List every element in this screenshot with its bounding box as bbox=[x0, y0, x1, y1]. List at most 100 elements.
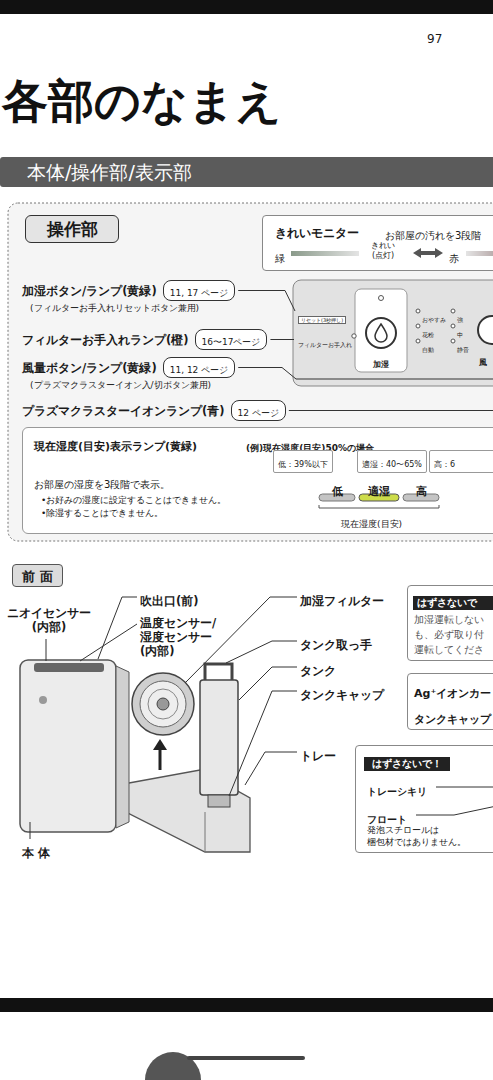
text-slot: お部屋の汚れを3段階 bbox=[385, 224, 481, 243]
text-slot: 現在湿度(目安) bbox=[341, 512, 402, 531]
part-name: 加湿ボタン/ランプ(黄緑) bbox=[22, 285, 157, 299]
illustration-shape bbox=[34, 663, 104, 672]
dashed-panel bbox=[8, 203, 493, 541]
mode-label: 花粉 bbox=[422, 331, 434, 338]
label-slot: 加湿 bbox=[373, 352, 389, 371]
box-text: お部屋の湿度を3段階で表示。 bbox=[34, 479, 170, 491]
box-text: お部屋の汚れを3段階 bbox=[385, 230, 481, 242]
monitor-box: きれいモニターお部屋の汚れを3段階緑きれい (点灯)赤 bbox=[262, 215, 493, 271]
box-text: •お好みの湿度に設定することはできません。 bbox=[41, 495, 226, 506]
part-name: 本 体 bbox=[22, 847, 50, 861]
label-slot: 風量ボタン/ランプ(黄緑) bbox=[22, 357, 157, 376]
button-label: 加湿 bbox=[373, 360, 389, 370]
label-slot: プラズマクラスターイオンランプ(青) bbox=[22, 400, 225, 419]
illustration-shape bbox=[416, 324, 420, 328]
text-slot: 11, 17 ページ bbox=[170, 281, 229, 300]
illustration-shape bbox=[80, 624, 137, 661]
box-text: 現在湿度(目安) bbox=[341, 519, 402, 530]
label-slot: 花粉 bbox=[422, 322, 434, 341]
box-text: 赤 bbox=[449, 253, 459, 265]
box-text: タンクキャップ bbox=[414, 713, 491, 726]
text-slot: はずさないで！ bbox=[364, 752, 450, 771]
text-slot: 低：39%以下 bbox=[278, 452, 328, 471]
part-name: ニオイセンサー (内部) bbox=[3, 607, 95, 635]
text-slot: 前 面 bbox=[22, 566, 53, 585]
illustration-shape bbox=[293, 280, 493, 386]
monitor-bar bbox=[466, 251, 493, 256]
box-text: 適湿 bbox=[368, 485, 390, 498]
leader-lines bbox=[30, 597, 297, 839]
leader-line bbox=[436, 787, 493, 788]
button-label: 風 bbox=[479, 358, 487, 368]
box-text: きれい (点灯) bbox=[363, 241, 403, 260]
label-slot: 加湿ボタン/ランプ(黄緑) bbox=[22, 280, 157, 299]
box-text: 加湿運転しない も、必ず取り付 運転してくださ bbox=[414, 612, 493, 657]
text-slot: お部屋の湿度を3段階で表示。 bbox=[34, 473, 170, 492]
label-slot: 97 bbox=[427, 28, 442, 47]
label-slot: リセット(3秒押し) bbox=[298, 307, 346, 326]
top-bar bbox=[0, 0, 493, 14]
box-heading: 11, 17 ページ bbox=[170, 287, 229, 300]
box-heading: はずさないで！ bbox=[364, 757, 450, 771]
illustration-shape bbox=[140, 681, 186, 727]
illustration-shape bbox=[416, 309, 420, 313]
caution-box: はずさないで！トレーシキリフロート発泡スチロールは 梱包材ではありません。 bbox=[355, 745, 493, 853]
text-slot: トレーシキリ bbox=[367, 780, 427, 799]
button-label: リセット(3秒押し) bbox=[298, 316, 346, 324]
mode-label: 自動 bbox=[422, 346, 434, 353]
illustration-shape bbox=[205, 664, 232, 680]
text-slot: きれい (点灯) bbox=[363, 241, 403, 262]
box-heading: 16〜17ページ bbox=[202, 336, 261, 349]
leader-line bbox=[270, 339, 294, 340]
heading-box: 前 面 bbox=[12, 564, 63, 587]
page-ref: 12 ページ bbox=[231, 400, 286, 421]
title-slot: 各部のなまえ bbox=[2, 74, 282, 129]
part-note: (フィルターお手入れリセットボタン兼用) bbox=[30, 303, 199, 314]
note-box: Ag⁺イオンカータンクキャップ bbox=[407, 673, 493, 730]
humidity-box: 現在湿度(目安)表示ランプ(黄緑)(例)現在湿度(目安)50%の場合お部屋の湿度… bbox=[22, 427, 493, 534]
part-name: タンク取っ手 bbox=[300, 639, 372, 653]
illustration-shape bbox=[416, 339, 420, 343]
label-slot: 強 bbox=[457, 307, 463, 326]
page-ref: 11, 17 ページ bbox=[163, 280, 236, 301]
label-slot: ニオイセンサー (内部) bbox=[3, 607, 95, 635]
label-slot: タンク bbox=[300, 660, 336, 679]
illustration-shape bbox=[239, 667, 297, 700]
text-slot: 操作部 bbox=[47, 219, 98, 239]
illustration-shape bbox=[451, 309, 455, 313]
mode-label: 強 bbox=[457, 316, 463, 323]
page-ref: 16〜17ページ bbox=[195, 329, 268, 350]
control-panel bbox=[293, 280, 493, 386]
part-name: 風量ボタン/ランプ(黄緑) bbox=[22, 362, 157, 376]
box-text: 緑 bbox=[275, 253, 285, 265]
illustration-shape bbox=[20, 660, 116, 832]
illustration-shape bbox=[355, 289, 407, 372]
text-slot: 適湿 bbox=[368, 480, 390, 499]
illustration-shape bbox=[375, 324, 387, 342]
range-box: 適湿：40〜65% bbox=[357, 450, 427, 473]
label-slot: 自動 bbox=[422, 337, 434, 356]
box-text: 低 bbox=[332, 485, 343, 498]
box-heading: はずさないで bbox=[413, 596, 493, 610]
label-slot: タンクキャップ bbox=[300, 684, 384, 703]
label-slot: トレー bbox=[300, 745, 336, 764]
box-heading: 現在湿度(目安)表示ランプ(黄緑) bbox=[34, 440, 197, 453]
box-heading: 11, 12 ページ bbox=[170, 364, 229, 377]
text-slot: 高 bbox=[416, 480, 427, 499]
label-slot: おやすみ bbox=[422, 307, 446, 326]
illustration-shape bbox=[205, 812, 206, 852]
text-slot: 11, 12 ページ bbox=[170, 358, 229, 377]
leader-line bbox=[238, 368, 493, 380]
illustration-shape bbox=[451, 339, 455, 343]
text-slot: 16〜17ページ bbox=[202, 330, 261, 349]
illustration-shape bbox=[229, 691, 297, 796]
heading-box: 操作部 bbox=[25, 215, 119, 243]
mode-label: 静音 bbox=[457, 346, 469, 353]
mode-label: おやすみ bbox=[422, 316, 446, 323]
leader-line bbox=[289, 410, 493, 411]
illustration-shape bbox=[366, 318, 396, 348]
part-name: 加湿フィルター bbox=[300, 595, 384, 609]
part-name: 吹出口(前) bbox=[140, 595, 199, 609]
bottom-bar bbox=[0, 998, 493, 1012]
illustration-shape bbox=[157, 698, 169, 710]
